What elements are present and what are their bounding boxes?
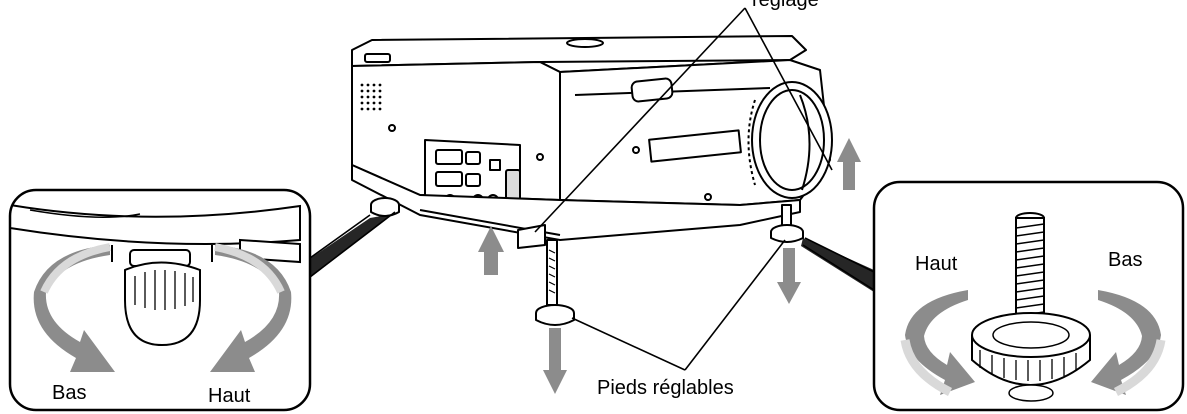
left-inset-down-label: Bas	[52, 382, 87, 404]
vent-grille	[360, 83, 382, 111]
adjustable-feet-label: Pieds réglables	[597, 377, 734, 399]
up-arrow-icon	[478, 226, 504, 275]
left-inset-panel	[8, 188, 396, 412]
callout-lines	[534, 7, 833, 371]
right-inset-panel	[801, 180, 1185, 412]
right-inset-down-label: Bas	[1108, 249, 1143, 271]
up-arrow-icon	[837, 138, 861, 190]
rotate-down-arrow-icon	[1091, 290, 1161, 395]
projector-body	[351, 35, 833, 326]
down-arrow-icon	[543, 328, 567, 394]
lens	[747, 81, 833, 199]
left-inset-up-label: Haut	[208, 385, 251, 407]
scene-arrows	[478, 138, 861, 394]
top-callout-label: réglage	[752, 0, 819, 11]
down-arrow-icon	[777, 248, 801, 304]
right-inset-up-label: Haut	[915, 253, 958, 275]
rotate-up-arrow-icon	[905, 290, 975, 395]
